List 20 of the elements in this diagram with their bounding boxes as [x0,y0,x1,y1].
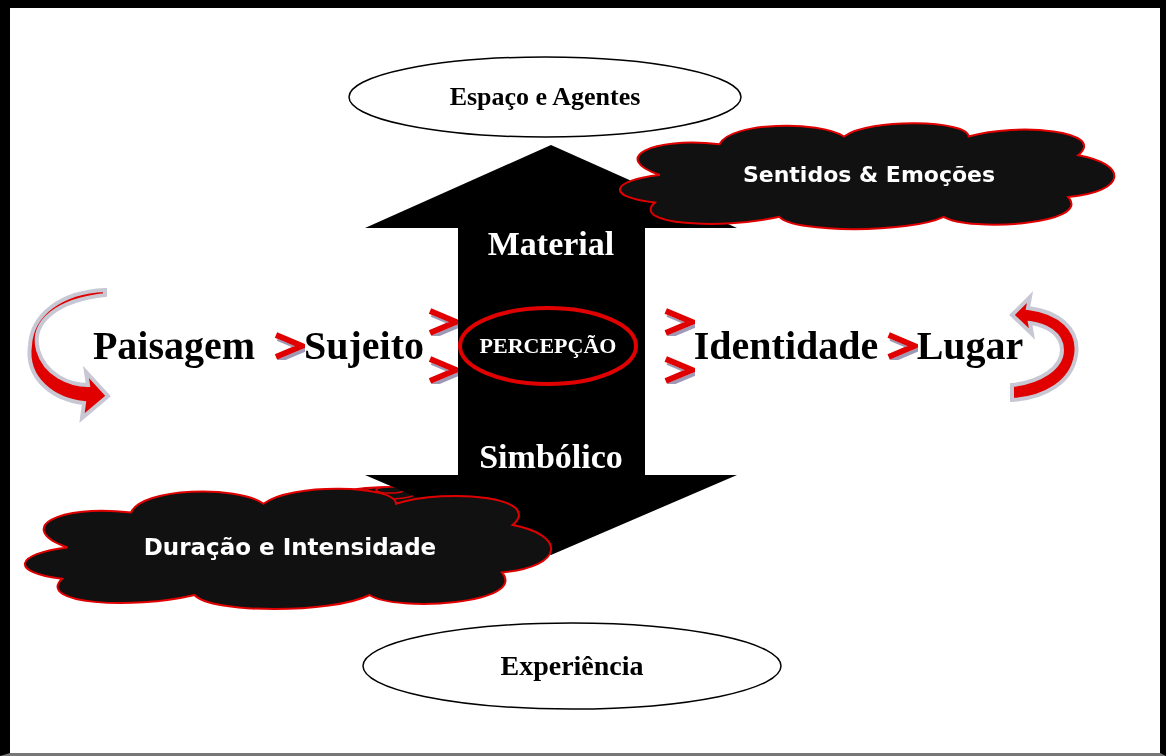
node-label: PERCEPÇÃO [479,333,617,359]
arrow-label: Simbólico [479,437,623,475]
ellipse-node [348,56,742,138]
arrow-label: Material [487,225,615,263]
cloud-node [620,120,1118,230]
ellipse-node [458,306,638,386]
term-label: Sujeito [304,324,424,368]
chevron-arrow [664,356,700,384]
term-label: Identidade [693,324,879,368]
node-label: Espaço e Agentes [449,82,641,112]
cloud-node [25,485,555,610]
node-label: Sentidos & Emoções [742,162,996,188]
ellipse-node [362,622,782,710]
chevron-arrow [887,332,923,360]
node-label: Duração e Intensidade [143,534,437,561]
term-label: Paisagem [92,324,256,368]
chevron-arrow [664,308,700,336]
term-label: Lugar [916,324,1024,368]
node-label: Experiência [500,650,644,682]
chevron-arrow [274,332,310,360]
